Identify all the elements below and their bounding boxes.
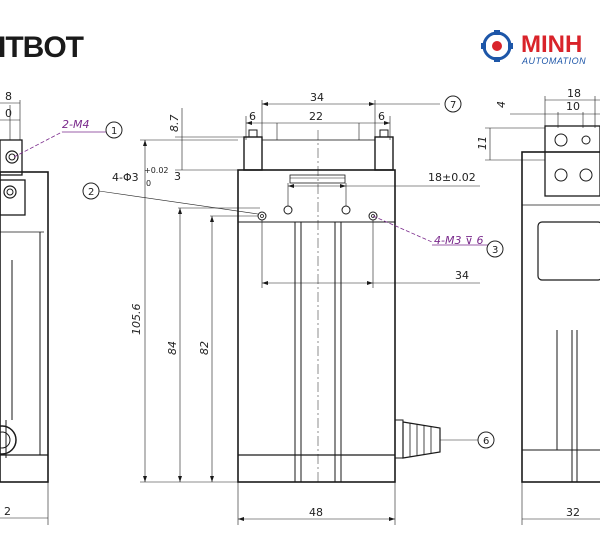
dim-right-10: 10 [566,100,580,113]
callout-2-number: 2 [88,187,94,198]
callout-7: 7 [444,95,462,113]
dim-spacing-18: 18±0.02 [428,171,476,184]
dim-right-18: 18 [567,87,581,100]
dim-front-left-6: 6 [249,110,256,123]
dim-left-bottom-2: 2 [4,505,11,518]
callout-1-number: 1 [111,126,117,137]
dim-height-8-7: 8.7 [168,115,181,133]
dim-bottom-48: 48 [309,506,323,519]
dim-tol-plus: +0.02 [144,166,169,175]
dim-left-top-0: 0 [5,107,12,120]
callout-1: 2-M4 1 [13,118,123,158]
dim-front-right-6: 6 [378,110,385,123]
itbot-logo-text: ITBOT [0,31,84,64]
dim-lower-34: 34 [455,269,469,282]
dim-depth-3: 3 [174,170,181,183]
minh-automation-logo: MINH AUTOMATION [481,30,586,66]
dim-tol-zero: 0 [146,179,151,188]
dim-front-22: 22 [309,110,323,123]
callout-6: 6 [440,431,495,449]
dim-right-4: 4 [495,101,508,108]
right-side-view [485,96,600,525]
dim-front-34: 34 [310,91,324,104]
dimension-arrows [143,102,395,521]
callout-3: 4-M3 ⊽ 6 3 [372,215,504,258]
itbot-logo: ITBOT [0,31,85,64]
callout-7-number: 7 [450,100,456,111]
dim-height-82: 82 [198,341,211,355]
dim-height-105-6: 105.6 [130,304,143,336]
dim-right-bottom-32: 32 [566,506,580,519]
gear-robot-icon [481,30,513,62]
dim-hole-spec: 4-Φ3 [112,171,139,184]
callout-6-number: 6 [483,436,489,447]
callout-3-number: 3 [492,245,498,256]
dim-right-11: 11 [476,136,489,150]
front-view [140,100,480,525]
left-side-view [0,100,49,525]
automation-logo-text: AUTOMATION [521,56,586,66]
dim-left-top-8: 8 [5,90,12,103]
callout-3-text: 4-M3 ⊽ 6 [434,234,484,247]
dim-height-84: 84 [166,341,179,355]
minh-logo-text: MINH [521,31,582,58]
callout-2: 2 [82,182,259,215]
callout-1-text: 2-M4 [62,118,89,131]
